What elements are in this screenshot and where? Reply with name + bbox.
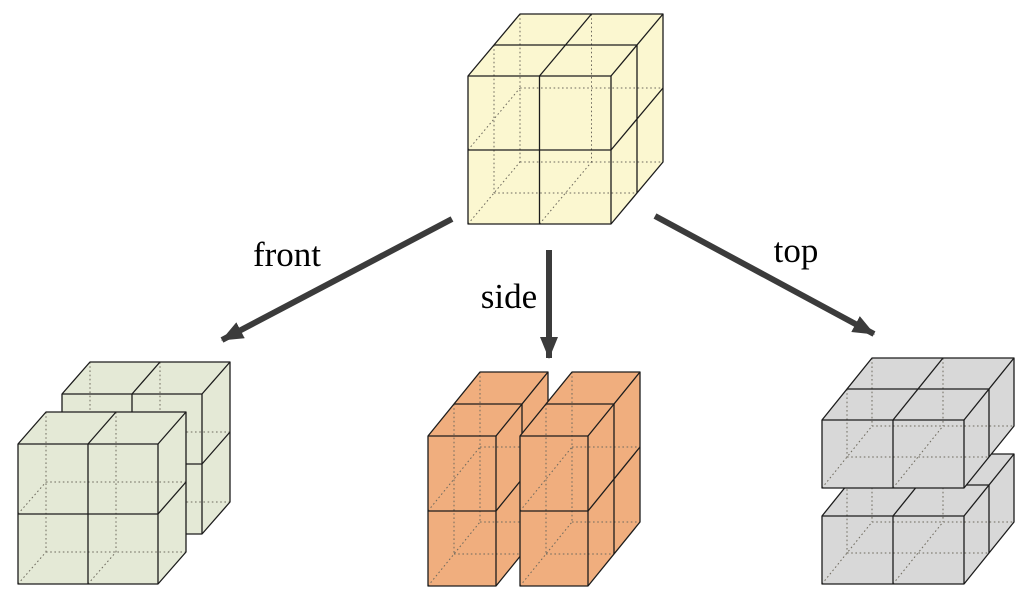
arrow-to-top-view (653, 213, 876, 337)
top-label: top (773, 231, 819, 270)
side-label: side (480, 277, 538, 316)
arrow-to-front-view (220, 216, 454, 343)
front-label: front (252, 235, 322, 274)
front-cut-cube (17, 361, 231, 585)
original-cube-2x2x2 (467, 13, 664, 225)
top-cut-cube (821, 357, 1015, 585)
side-cut-cube (427, 371, 641, 587)
